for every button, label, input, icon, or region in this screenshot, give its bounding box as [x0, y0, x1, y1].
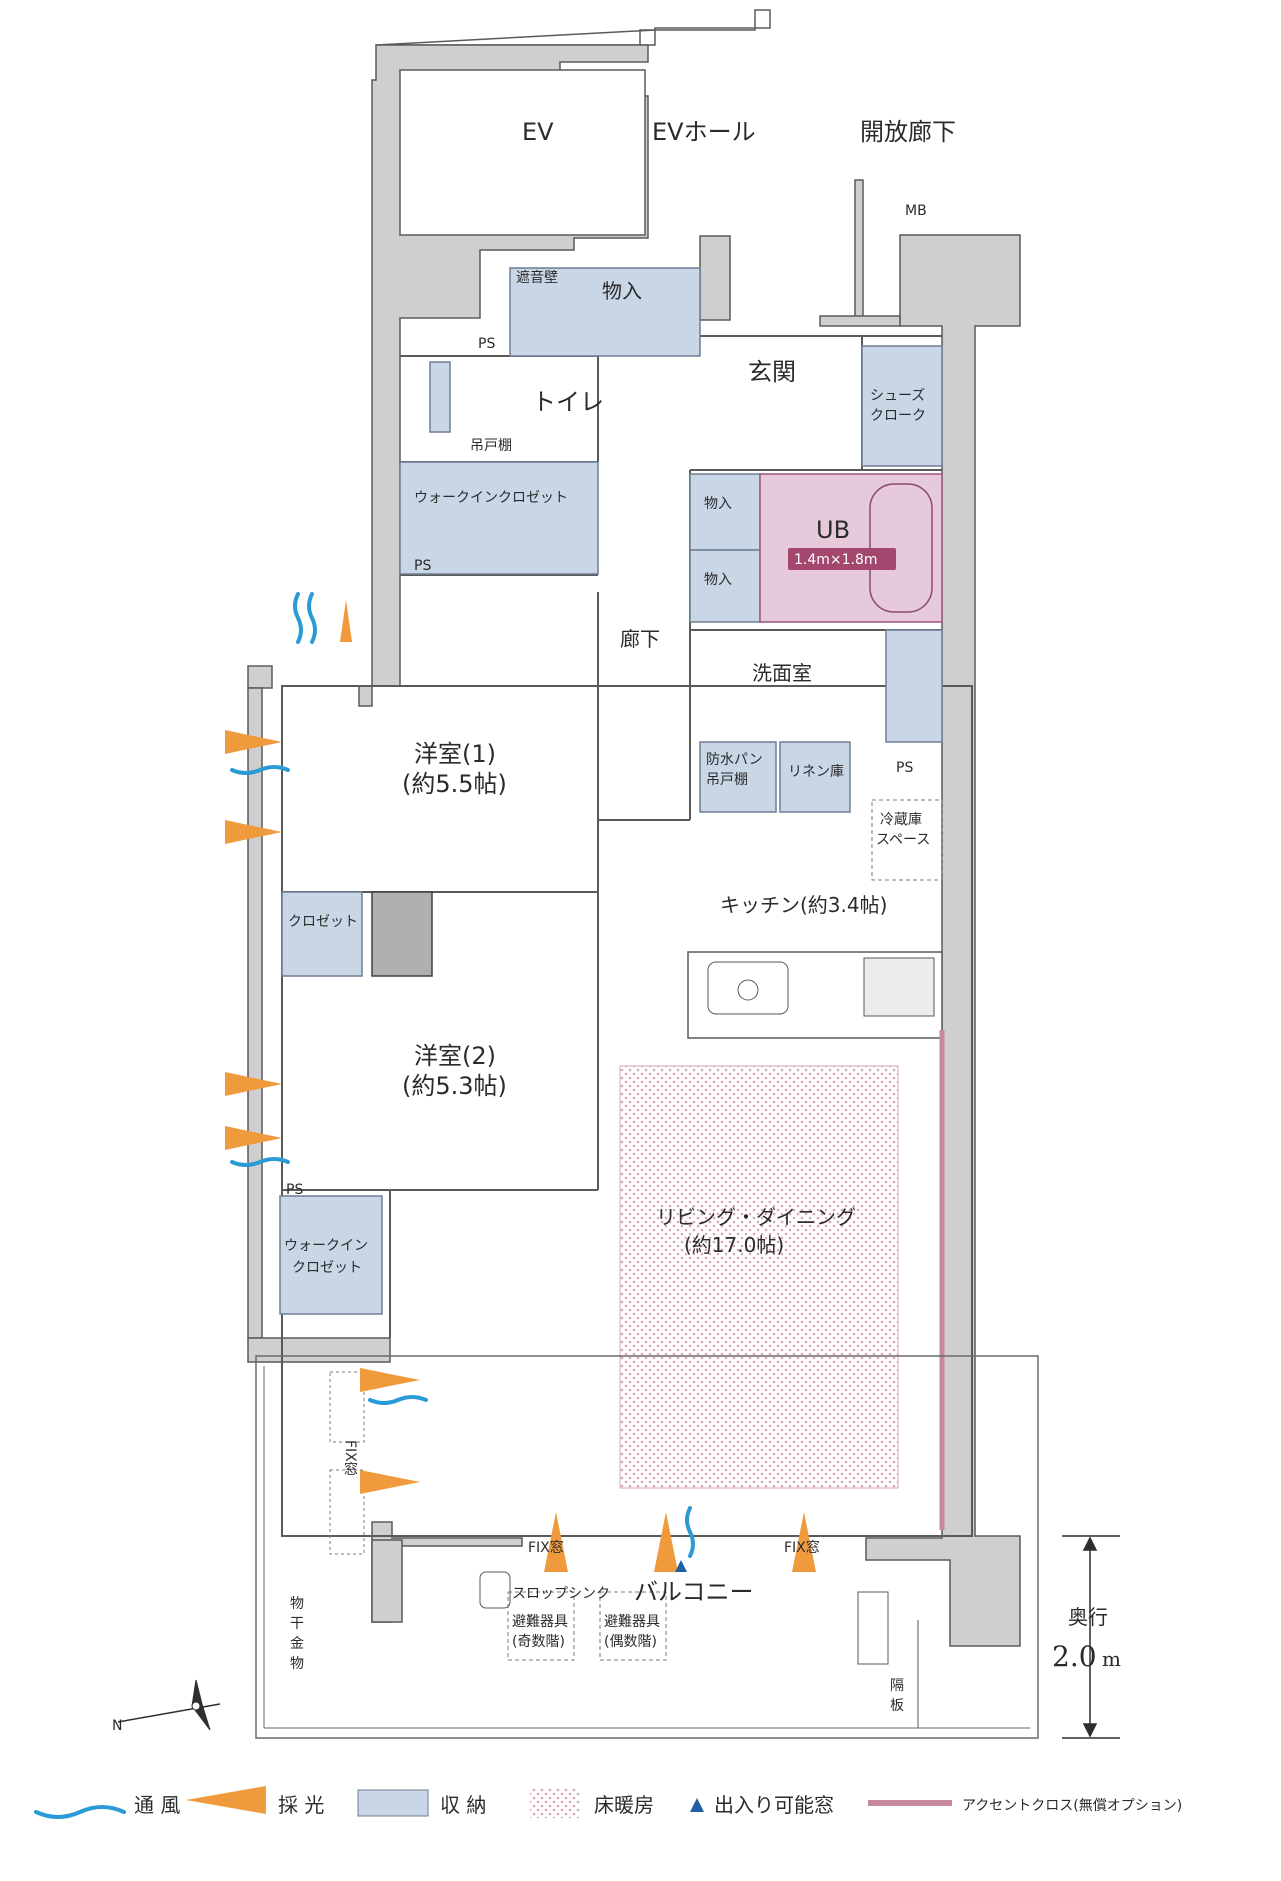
ub-label: UB — [816, 516, 850, 544]
fridge-space — [871, 799, 943, 881]
north-arrow — [117, 1679, 221, 1731]
open-corridor-label: 開放廊下 — [860, 118, 956, 146]
fix-window-vertical-label: FIX窓 — [342, 1440, 358, 1476]
mb-label: MB — [905, 203, 927, 219]
legend: 通 風 採 光 収 納 床暖房 出入り可能窓 アクセントクロス(無償オプション) — [134, 1793, 1182, 1817]
storage-top-label: 物入 — [602, 279, 642, 303]
ventilation-markers — [34, 592, 695, 1819]
floor-heating-area — [619, 1065, 899, 1489]
daylight-markers — [186, 600, 816, 1814]
ps-wic2-label: PS — [286, 1182, 303, 1198]
balcony-outline — [255, 1355, 1039, 1739]
legend-door-window-icon — [690, 1798, 704, 1812]
room-labels: EV EVホール 開放廊下 MB 遮音壁 物入 PS 玄関 シューズ クローク … — [112, 118, 1121, 1734]
washroom-label: 洗面室 — [752, 661, 812, 685]
legend-door-window-label: 出入り可能窓 — [714, 1793, 834, 1817]
storage-a-label: 物入 — [704, 496, 732, 512]
soundproof-wall-label: 遮音壁 — [516, 269, 558, 286]
ev-hall-label: EVホール — [652, 118, 756, 146]
drying-label-4: 物 — [290, 1656, 304, 1672]
evac-even-label-1: 避難器具 — [604, 1614, 660, 1630]
waterproof-pan-label-1: 防水パン — [706, 752, 763, 768]
living-size: (約17.0帖) — [684, 1233, 784, 1257]
closet-label: クロゼット — [288, 914, 358, 930]
depth-unit: m — [1102, 1647, 1121, 1671]
drying-label-3: 金 — [290, 1636, 304, 1652]
room1-name: 洋室(1) — [414, 740, 496, 768]
door-window-marker — [675, 1560, 687, 1572]
partition-label-1: 隔 — [890, 1678, 904, 1694]
legend-accent-cross-label: アクセントクロス(無償オプション) — [962, 1798, 1182, 1814]
fix-window-left-label: FIX窓 — [528, 1539, 564, 1556]
storage-areas — [279, 267, 943, 1315]
corridor-label: 廊下 — [620, 627, 660, 651]
interior-walls — [281, 335, 973, 1537]
balcony-label: バルコニー — [634, 1578, 754, 1606]
ps-top-label: PS — [478, 336, 495, 352]
north-label: N — [112, 1718, 122, 1734]
ps-wash-label: PS — [896, 760, 913, 776]
evac-even-label-2: (偶数階) — [604, 1634, 657, 1650]
shoes-cloak-label-2: クローク — [870, 408, 926, 424]
shoes-cloak-label-1: シューズ — [870, 388, 925, 404]
room1-size: (約5.5帖) — [402, 770, 507, 798]
legend-floor-heating-label: 床暖房 — [594, 1793, 654, 1817]
legend-floor-heating-swatch — [530, 1788, 580, 1818]
wic2-label-2: クロゼット — [292, 1260, 362, 1276]
drying-label-2: 干 — [290, 1616, 304, 1632]
ev-label: EV — [522, 118, 554, 146]
linen-label: リネン庫 — [788, 763, 844, 780]
legend-storage-label: 収 納 — [440, 1793, 486, 1817]
walls — [247, 9, 1021, 1647]
slop-sink-label: スロップシンク — [512, 1586, 610, 1602]
legend-accent-cross-swatch — [868, 1800, 952, 1806]
entrance-label: 玄関 — [748, 358, 796, 386]
fridge-label-1: 冷蔵庫 — [880, 811, 922, 828]
fridge-label-2: スペース — [876, 832, 930, 848]
legend-daylight-label: 採 光 — [278, 1793, 324, 1817]
wic2-label-1: ウォークイン — [284, 1238, 368, 1254]
room2-name: 洋室(2) — [414, 1042, 496, 1070]
evac-odd-label-1: 避難器具 — [512, 1614, 568, 1630]
ub-size-badge — [788, 548, 896, 570]
living-name: リビング・ダイニング — [656, 1205, 856, 1229]
room2-size: (約5.3帖) — [402, 1072, 507, 1100]
drying-label-1: 物 — [290, 1596, 304, 1612]
depth-label: 奥行 — [1068, 1605, 1108, 1629]
evac-odd-label-2: (奇数階) — [512, 1633, 565, 1650]
depth-value: 2.0 — [1052, 1640, 1097, 1673]
partition-label-2: 板 — [890, 1698, 904, 1714]
depth-dimension — [1062, 1535, 1120, 1739]
hanging-shelf-toilet-label: 吊戸棚 — [470, 438, 512, 454]
ps-wic1-label: PS — [414, 558, 431, 574]
legend-storage-swatch — [357, 1789, 429, 1817]
toilet-label: トイレ — [532, 388, 604, 416]
walk-in-closet-1-label: ウォークインクロゼット — [414, 490, 568, 506]
ub-size-label: 1.4m×1.8m — [794, 552, 878, 568]
fix-window-right-label: FIX窓 — [784, 1539, 820, 1556]
legend-ventilation-label: 通 風 — [134, 1793, 180, 1817]
storage-b-label: 物入 — [704, 572, 732, 588]
kitchen-label: キッチン(約3.4帖) — [720, 893, 887, 917]
waterproof-pan-label-2: 吊戸棚 — [706, 772, 748, 788]
